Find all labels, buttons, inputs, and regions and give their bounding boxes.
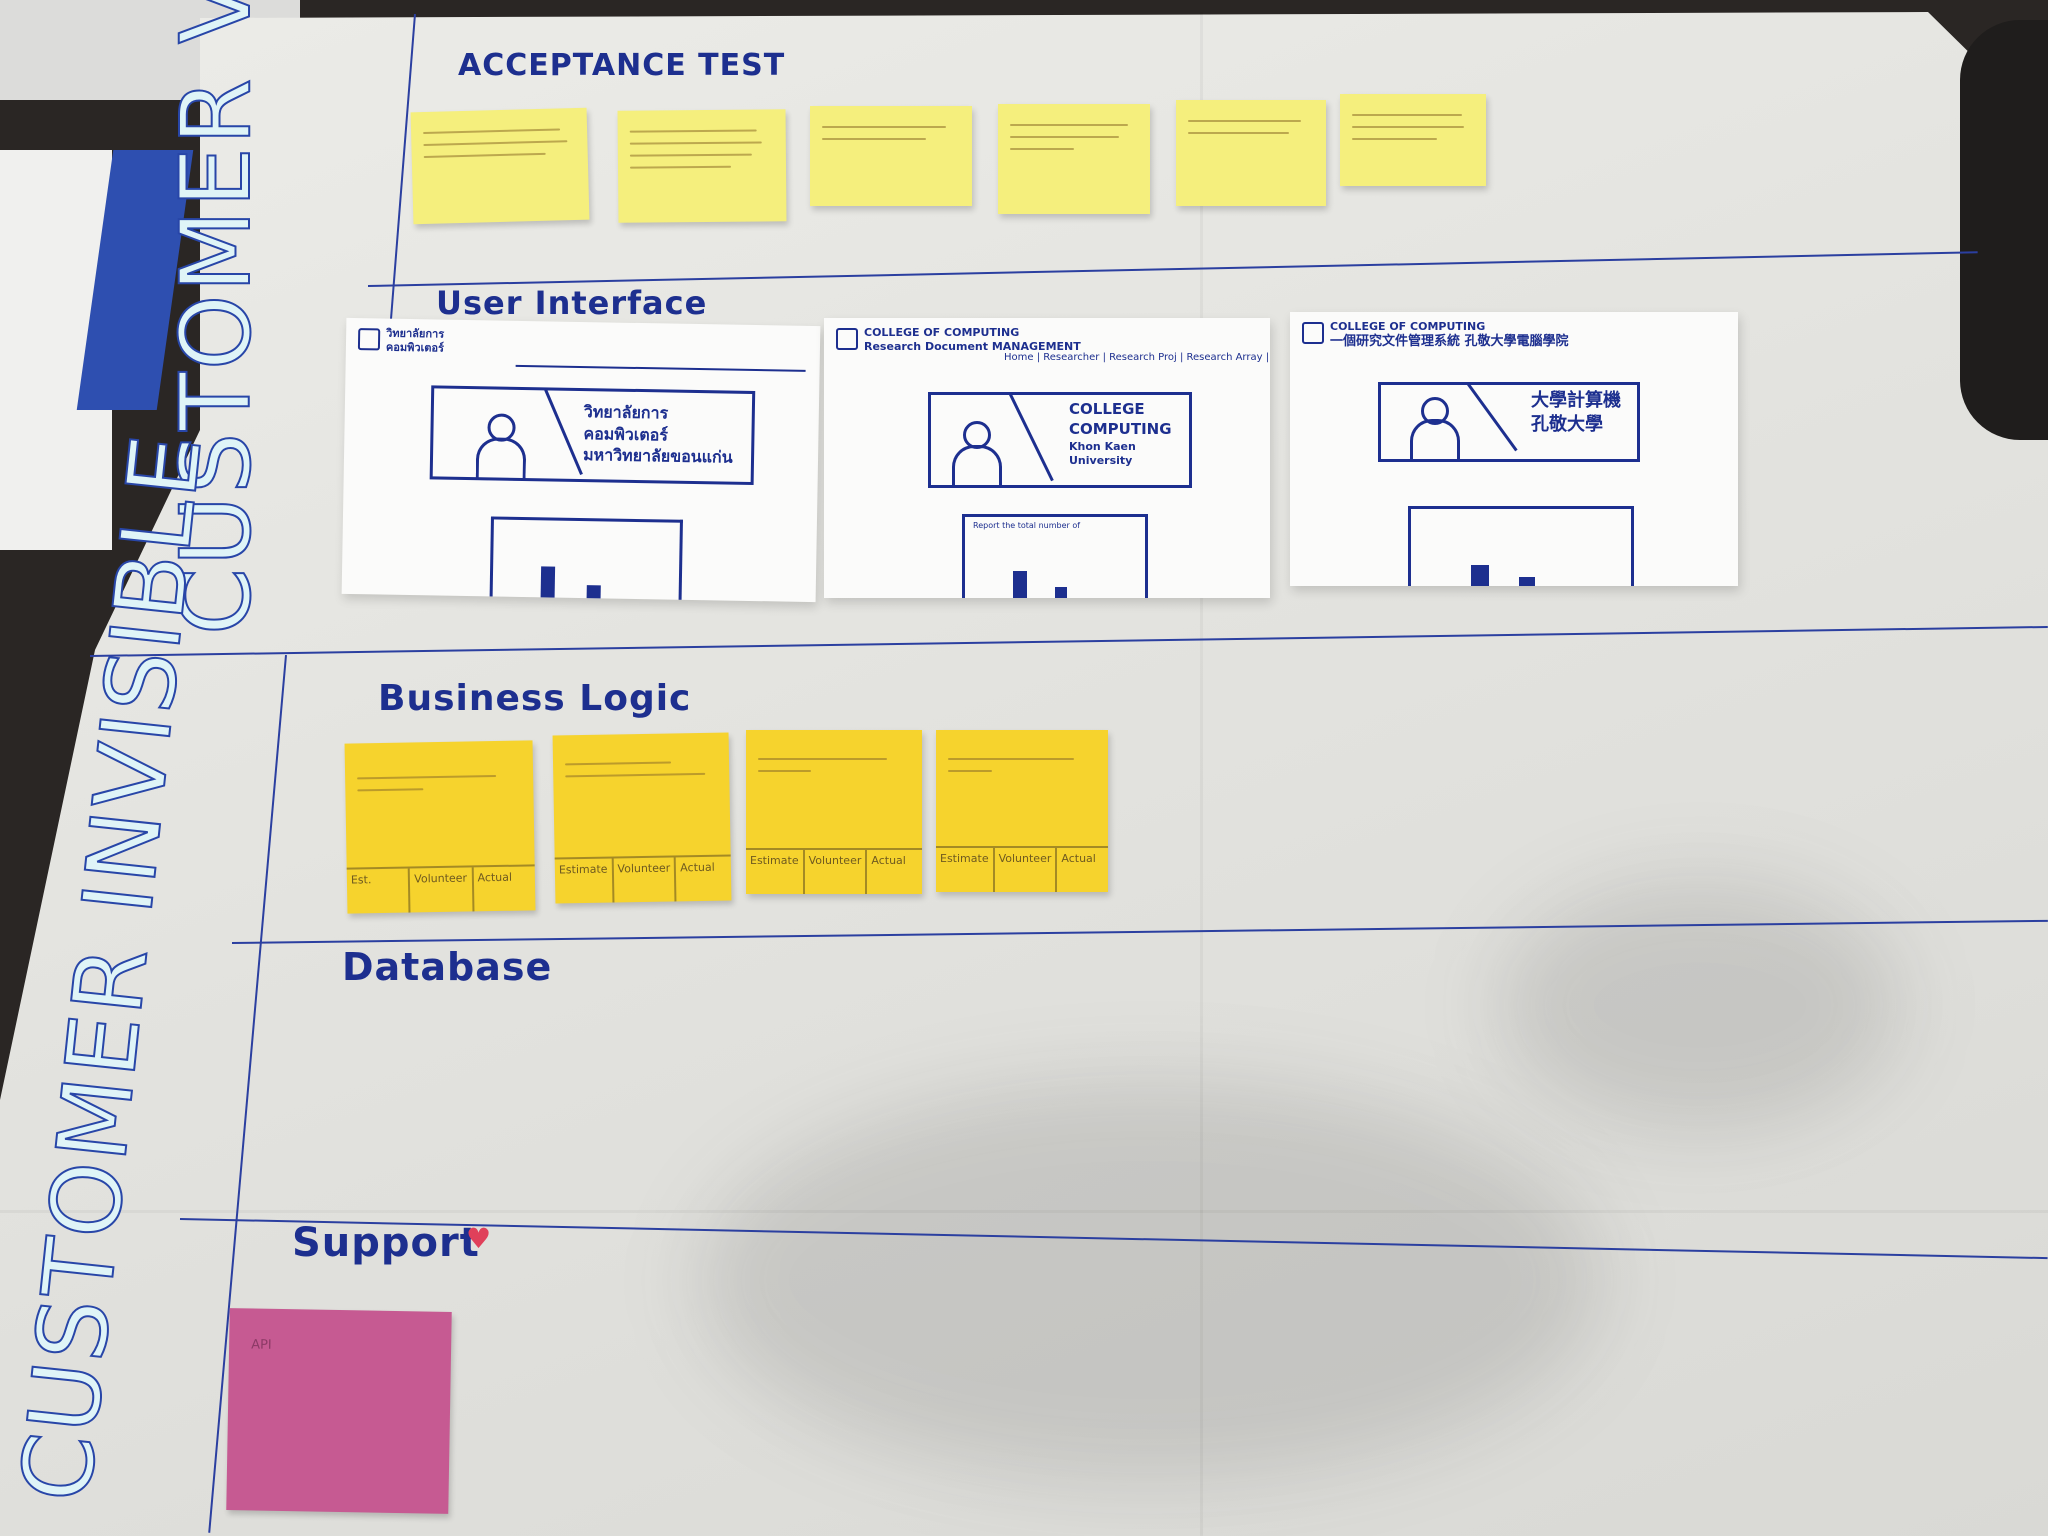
volunteer-column: Volunteer bbox=[992, 848, 1056, 892]
logo-icon bbox=[1302, 322, 1324, 344]
actual-column: Actual bbox=[674, 856, 732, 902]
logo-icon bbox=[836, 328, 858, 350]
sketch-banner: 大學計算機 孔敬大學 bbox=[1378, 382, 1640, 462]
ui-sketch-thai[interactable]: วิทยาลัยการ คอมพิวเตอร์ วิทยาลัยการคอมพิ… bbox=[341, 317, 821, 603]
person-icon bbox=[1410, 419, 1460, 462]
sketch-chart bbox=[489, 516, 683, 603]
sketch-header-line: Research Document MANAGEMENT bbox=[864, 339, 1081, 353]
banner-line: วิทยาลัยการคอมพิวเตอร์ bbox=[583, 402, 669, 445]
volunteer-column: Volunteer bbox=[408, 867, 473, 913]
business-logic-note[interactable]: Estimate Volunteer Actual bbox=[552, 732, 732, 904]
paper-fold bbox=[1200, 12, 1203, 1536]
estimate-column: Estimate bbox=[750, 854, 799, 867]
logo-icon bbox=[357, 328, 381, 351]
business-logic-note[interactable]: Est. Volunteer Actual bbox=[344, 740, 536, 914]
person-icon bbox=[475, 437, 527, 482]
shadow bbox=[700, 1080, 1600, 1480]
database-title: Database bbox=[342, 945, 553, 989]
acceptance-note[interactable] bbox=[810, 106, 972, 206]
chart-bar bbox=[1471, 565, 1489, 586]
chart-bar bbox=[1055, 587, 1067, 598]
volunteer-column: Volunteer bbox=[611, 857, 675, 903]
person-icon bbox=[1421, 397, 1449, 425]
acceptance-note[interactable] bbox=[1340, 94, 1486, 186]
chart-bar bbox=[1519, 577, 1535, 586]
business-logic-note[interactable]: Estimate Volunteer Actual bbox=[746, 730, 922, 894]
acceptance-note[interactable] bbox=[617, 109, 787, 223]
sketch-banner: วิทยาลัยการคอมพิวเตอร์ มหาวิทยาลัยขอนแก่… bbox=[429, 385, 756, 486]
sketch-header-line: 一個研究文件管理系統 孔敬大學電腦學院 bbox=[1330, 333, 1569, 349]
sketch-banner: COLLEGE COMPUTING Khon Kaen University bbox=[928, 392, 1192, 488]
business-logic-title: Business Logic bbox=[378, 678, 692, 719]
person-icon bbox=[952, 445, 1002, 488]
sketch-chart bbox=[1408, 506, 1634, 586]
sketch-header-line: COLLEGE OF COMPUTING bbox=[864, 326, 1020, 339]
banner-line: COMPUTING bbox=[1069, 420, 1172, 439]
paper-fold bbox=[0, 1210, 2048, 1213]
banner-line: มหาวิทยาลัยขอนแก่น bbox=[582, 445, 733, 467]
sketch-header-line: COLLEGE OF COMPUTING bbox=[1330, 320, 1486, 333]
actual-column: Actual bbox=[1055, 848, 1108, 892]
support-note[interactable]: API bbox=[226, 1308, 452, 1514]
business-logic-note[interactable]: Estimate Volunteer Actual bbox=[936, 730, 1108, 892]
chart-bar bbox=[540, 566, 556, 603]
estimate-column: Estimate bbox=[940, 852, 989, 865]
chart-title: Report the total number of bbox=[973, 521, 1081, 530]
estimate-column: Estimate bbox=[558, 862, 608, 877]
sketch-header-line: คอมพิวเตอร์ bbox=[385, 340, 445, 355]
shadow bbox=[1500, 880, 1900, 1130]
actual-column: Actual bbox=[865, 850, 922, 894]
desk-object bbox=[1960, 20, 2048, 440]
support-note-text: API bbox=[251, 1337, 272, 1353]
acceptance-note[interactable] bbox=[998, 104, 1150, 214]
sketch-chart: Report the total number of bbox=[962, 514, 1148, 598]
acceptance-note[interactable] bbox=[410, 107, 590, 225]
heart-icon: ♥ bbox=[466, 1222, 492, 1255]
estimate-column: Est. bbox=[350, 873, 372, 887]
ui-sketch-chinese[interactable]: COLLEGE OF COMPUTING 一個研究文件管理系統 孔敬大學電腦學院… bbox=[1290, 312, 1738, 586]
sketch-header-line: วิทยาลัยการ bbox=[386, 326, 445, 341]
banner-line: 孔敬大學 bbox=[1531, 414, 1603, 436]
banner-line: COLLEGE bbox=[1069, 400, 1145, 418]
banner-line: Khon Kaen University bbox=[1069, 439, 1136, 468]
user-interface-title: User Interface bbox=[436, 284, 708, 322]
sketch-nav: Home | Researcher | Research Proj | Rese… bbox=[1004, 352, 1270, 363]
banner-line: 大學計算機 bbox=[1531, 390, 1621, 411]
chart-bar bbox=[1013, 571, 1027, 598]
ui-sketch-english[interactable]: COLLEGE OF COMPUTING Research Document M… bbox=[824, 318, 1270, 598]
acceptance-test-title: ACCEPTANCE TEST bbox=[458, 48, 786, 83]
sketch-nav bbox=[515, 364, 806, 372]
support-title: Support bbox=[292, 1220, 480, 1266]
actual-column: Actual bbox=[471, 866, 536, 912]
acceptance-note[interactable] bbox=[1176, 100, 1326, 206]
volunteer-column: Volunteer bbox=[802, 850, 866, 894]
